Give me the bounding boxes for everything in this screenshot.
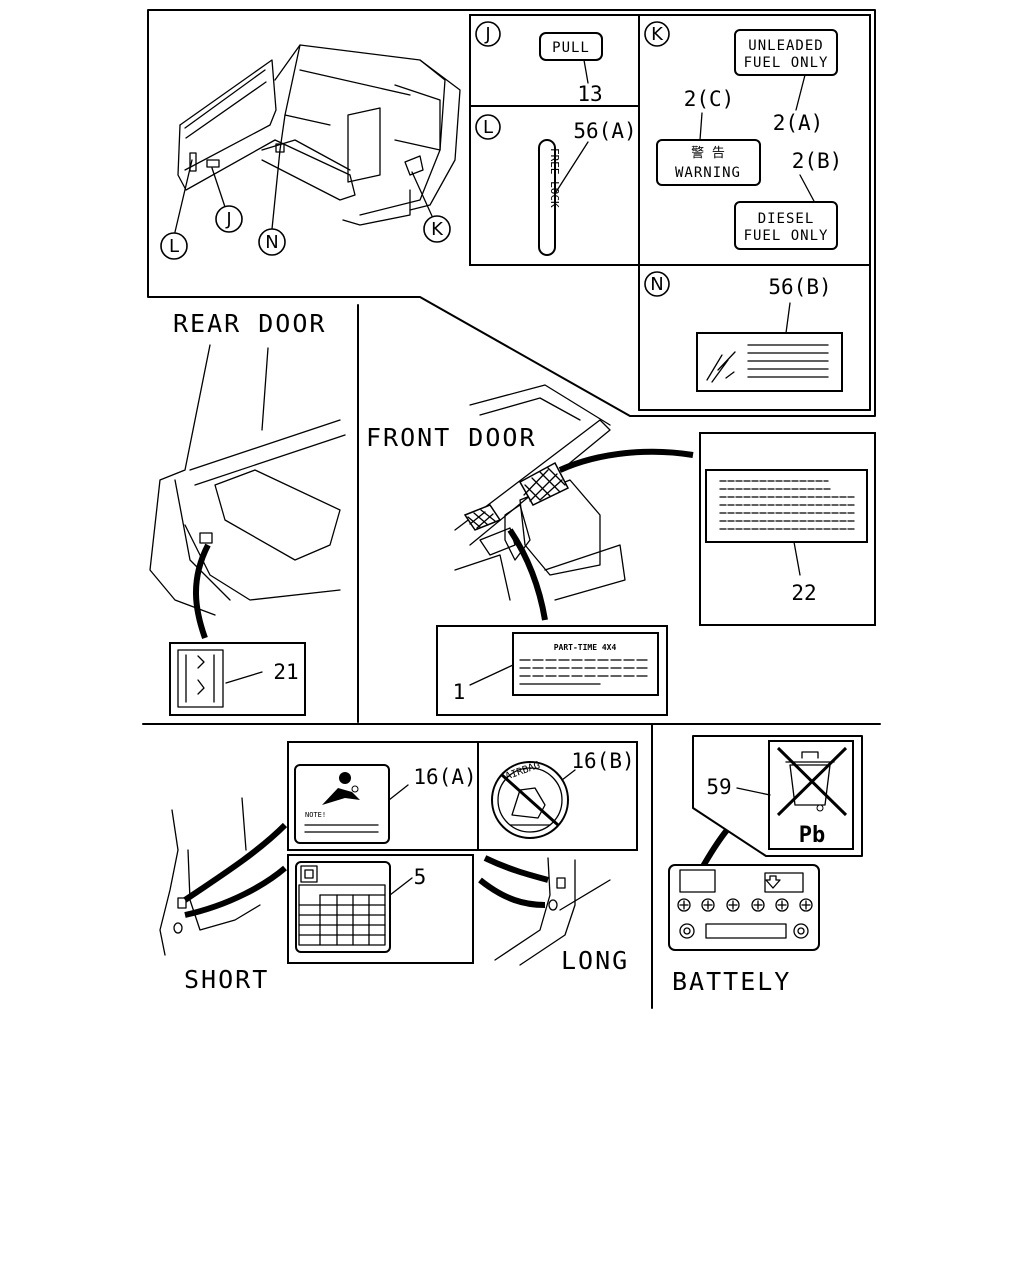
svg-text:LONG: LONG	[561, 946, 629, 975]
warning-label	[656, 139, 761, 186]
pull-label	[539, 32, 603, 61]
svg-text:PULL: PULL	[552, 40, 590, 56]
svg-text:REAR DOOR: REAR DOOR	[173, 309, 326, 338]
svg-text:59: 59	[706, 775, 731, 799]
door-label-hatch-b	[518, 461, 570, 506]
svg-text:56(B): 56(B)	[768, 275, 831, 299]
panel-k: K UNLEADED FUEL ONLY 2(A) 2(C) 警 告 WARNI…	[644, 21, 843, 250]
svg-text:2(C): 2(C)	[684, 87, 735, 111]
callout-L: L	[160, 159, 193, 260]
label-16a	[294, 764, 390, 844]
svg-text:BATTELY: BATTELY	[672, 967, 791, 996]
svg-text:J: J	[225, 209, 231, 230]
svg-text:22: 22	[791, 581, 816, 605]
svg-text:Pb: Pb	[799, 823, 826, 848]
label-1	[512, 632, 659, 696]
svg-text:56(A): 56(A)	[573, 119, 636, 143]
n-instruction-label	[696, 332, 843, 392]
svg-text:1: 1	[453, 680, 466, 704]
svg-text:FREE LOCK: FREE LOCK	[548, 148, 561, 208]
svg-text:N: N	[265, 232, 278, 253]
svg-text:FUEL ONLY: FUEL ONLY	[744, 55, 829, 71]
svg-text:FRONT DOOR: FRONT DOOR	[366, 423, 537, 452]
battery-illustration	[668, 864, 820, 951]
svg-text:警 告: 警 告	[691, 145, 725, 161]
svg-text:NOTE!: NOTE!	[305, 811, 326, 819]
svg-text:K: K	[431, 219, 444, 240]
svg-text:2(B): 2(B)	[792, 149, 843, 173]
front-door-section: FRONT DOOR 22	[366, 384, 876, 716]
svg-text:J: J	[484, 24, 490, 45]
callout-J: J	[211, 167, 243, 233]
svg-text:FUEL ONLY: FUEL ONLY	[744, 228, 829, 244]
svg-text:DIESEL: DIESEL	[758, 211, 815, 227]
svg-text:16(B): 16(B)	[571, 749, 634, 773]
battery-section: Pb 59 BATTELY	[668, 735, 863, 996]
svg-text:5: 5	[414, 865, 427, 889]
svg-text:2(A): 2(A)	[773, 111, 824, 135]
airbag-section: SHORT NOTE! 16(A) AIRBAG 16(B)	[159, 741, 638, 994]
svg-text:13: 13	[577, 82, 602, 106]
callout-K: K	[411, 171, 451, 243]
rear-door-section: REAR DOOR 21	[149, 309, 346, 716]
diesel-fuel-label	[734, 201, 838, 250]
panel-j: J PULL 13	[475, 21, 603, 106]
recycle-label	[768, 740, 854, 850]
svg-text:K: K	[651, 24, 664, 45]
svg-text:SHORT: SHORT	[184, 965, 269, 994]
door-label-hatch-a	[463, 504, 502, 531]
label-5	[295, 861, 391, 953]
panel-l: L FREE LOCK 56(A)	[475, 114, 637, 256]
callout-N: N	[258, 149, 286, 256]
svg-text:L: L	[483, 117, 493, 138]
overview-panel: L J N K J PULL 13	[147, 9, 876, 417]
unleaded-fuel-label	[734, 29, 838, 76]
svg-text:16(A): 16(A)	[413, 765, 476, 789]
free-lock-label	[538, 139, 556, 256]
svg-text:UNLEADED: UNLEADED	[748, 38, 823, 54]
svg-text:L: L	[169, 236, 179, 257]
label-21	[169, 642, 306, 716]
battery-terminals	[677, 898, 813, 939]
svg-text:N: N	[650, 274, 663, 295]
panel-n: N 56(B)	[644, 271, 843, 392]
svg-text:PART-TIME 4X4: PART-TIME 4X4	[554, 643, 617, 652]
svg-text:WARNING: WARNING	[675, 165, 741, 181]
label-22	[705, 469, 868, 543]
vehicle-rear-illustration	[177, 44, 461, 226]
svg-text:21: 21	[273, 660, 298, 684]
